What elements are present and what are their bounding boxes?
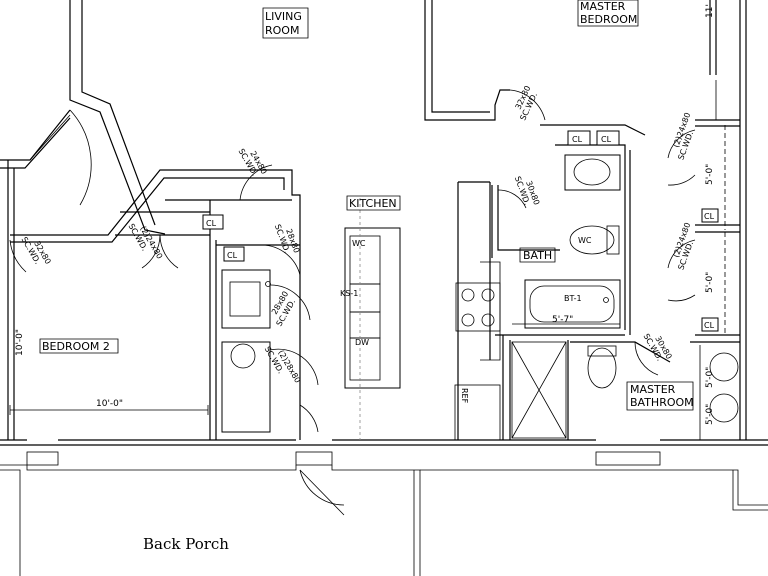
bedroom2-height-dim: 10'-0" xyxy=(15,329,25,356)
top-right-edge-dim: 11' xyxy=(705,4,715,18)
bath-wc-label: WC xyxy=(578,236,592,245)
svg-text:30x80SC.WD.: 30x80SC.WD. xyxy=(641,328,673,366)
master-bedroom-label-2: BEDROOM xyxy=(580,13,637,26)
closet-label: CL xyxy=(572,135,583,144)
svg-text:32x80SC.WD.: 32x80SC.WD. xyxy=(19,231,52,270)
kitchen-wc-label: WC xyxy=(352,239,366,248)
door-swings xyxy=(9,89,696,516)
room-labels: LIVING ROOM MASTER BEDROOM KITCHEN BEDRO… xyxy=(39,0,694,553)
closet-labels: CL CL CL CL CL CL xyxy=(202,130,719,332)
master-bathroom-label-2: BATHROOM xyxy=(630,396,694,409)
right-mid-dim: 5'-0" xyxy=(705,272,715,293)
dimension-labels: 10'-0" 10'-0" 5'-7" 5'-0" 5'-0" 5'-0" 5'… xyxy=(9,4,717,425)
svg-text:24x80SC.WD.: 24x80SC.WD. xyxy=(236,143,268,181)
closet-label: CL xyxy=(206,219,217,228)
bedroom2-label: BEDROOM 2 xyxy=(42,340,110,353)
svg-text:(2)24x80SC.WD.: (2)24x80SC.WD. xyxy=(668,221,701,271)
svg-text:(2)24x80SC.WD.: (2)24x80SC.WD. xyxy=(126,218,164,265)
svg-text:28x80SC.WD.: 28x80SC.WD. xyxy=(266,290,299,328)
right-low2-dim: 5'-0" xyxy=(705,404,715,425)
master-bedroom-label-1: MASTER xyxy=(580,0,626,13)
kitchen-sink-label: KS-1 xyxy=(340,289,358,298)
svg-text:(2)24x80SC.WD.: (2)24x80SC.WD. xyxy=(668,111,701,161)
living-room-label-1: LIVING xyxy=(265,10,302,23)
bathtub-label: BT-1 xyxy=(564,294,582,303)
closet-label: CL xyxy=(601,135,612,144)
tub-width-dim: 5'-7" xyxy=(552,315,573,325)
bedroom2-width-dim: 10'-0" xyxy=(96,399,123,409)
closet-label: CL xyxy=(704,321,715,330)
closet-label: CL xyxy=(227,251,238,260)
svg-text:30x80SC.WD.: 30x80SC.WD. xyxy=(513,172,541,209)
kitchen-label: KITCHEN xyxy=(349,197,397,210)
living-room-label-2: ROOM xyxy=(265,24,299,37)
door-labels: 32x80SC.WD. (2)24x80SC.WD. 24x80SC.WD. 2… xyxy=(19,84,701,384)
closet-label: CL xyxy=(704,212,715,221)
right-top-dim: 5'-0" xyxy=(705,164,715,185)
fixture-labels: WC KS-1 DW WC BT-1 REF xyxy=(340,236,592,404)
svg-text:28x80SC.WD.: 28x80SC.WD. xyxy=(273,220,301,257)
refrigerator-label: REF xyxy=(460,388,469,404)
right-low1-dim: 5'-0" xyxy=(705,367,715,388)
master-bathroom-label-1: MASTER xyxy=(630,383,676,396)
dishwasher-label: DW xyxy=(355,338,369,347)
bath-label: BATH xyxy=(523,249,552,262)
back-porch-label: Back Porch xyxy=(143,535,229,553)
